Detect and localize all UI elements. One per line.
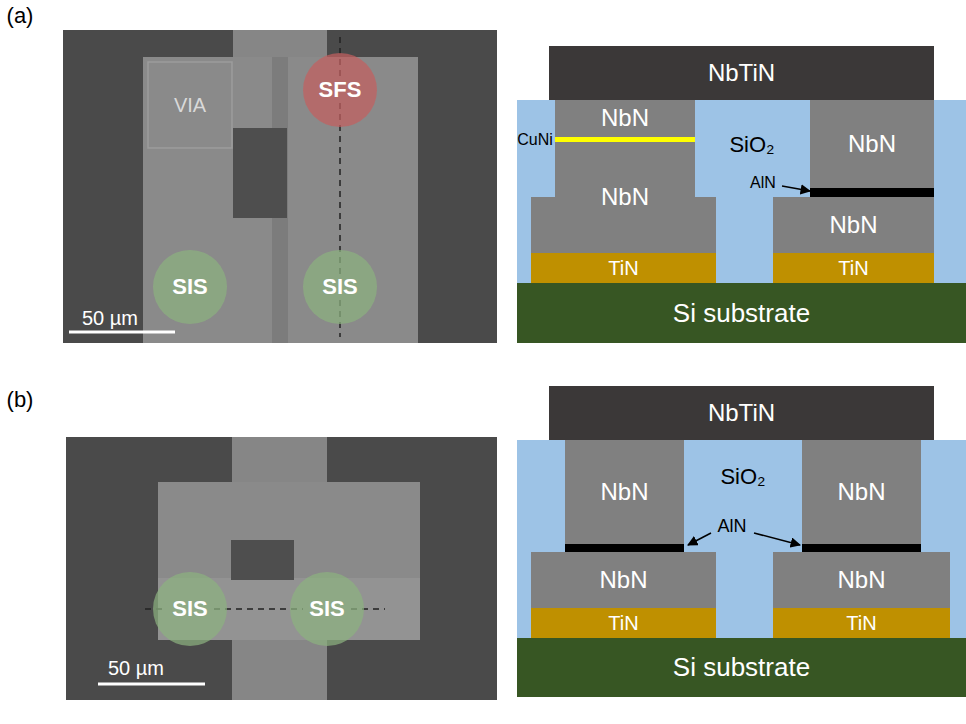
- nbn-layer: NbN: [555, 100, 695, 137]
- layer-name: TiN: [838, 257, 868, 279]
- layer-name: TiN: [608, 612, 638, 634]
- tin-layer: TiN: [773, 253, 934, 283]
- sio2-region: [517, 100, 966, 283]
- sio2-region: [517, 440, 966, 638]
- nbn-layer: NbN: [773, 552, 950, 608]
- sem-background: [66, 437, 497, 700]
- nbn-layer: NbN: [810, 100, 934, 188]
- panel-letter: (a): [7, 4, 34, 28]
- layer-label: SiO₂: [720, 465, 765, 489]
- layer-name: NbN: [599, 567, 647, 593]
- tin-layer: TiN: [531, 608, 716, 638]
- nbtin-layer: NbTiN: [549, 46, 934, 100]
- layer-label: SiO₂: [729, 133, 774, 157]
- layer-name: NbTiN: [708, 60, 775, 86]
- aln-layer: [802, 544, 921, 552]
- layer-name: SIS: [172, 597, 207, 621]
- nbtin-layer: NbTiN: [549, 386, 934, 440]
- layer-name: SIS: [322, 275, 357, 299]
- layer-name: NbN: [848, 131, 896, 157]
- layer-name: SFS: [319, 78, 362, 102]
- scale-bar: [69, 331, 175, 334]
- substrate-layer: Si substrate: [517, 283, 966, 343]
- layer-name: NbN: [601, 105, 649, 131]
- leader-line: [688, 533, 711, 545]
- scale-bar: [98, 683, 205, 686]
- wiring-strip: [232, 437, 327, 482]
- layer-name: SIS: [172, 275, 207, 299]
- junction-marker: SIS: [303, 250, 377, 324]
- panel-letter: (b): [7, 388, 34, 412]
- via-label: VIA: [174, 94, 206, 116]
- sem-background: [63, 30, 497, 343]
- layer-label: AlN: [750, 174, 776, 192]
- cross-section: [517, 440, 966, 638]
- layer-name: NbTiN: [708, 400, 775, 426]
- junction-marker: SFS: [303, 53, 377, 127]
- opening: [233, 128, 287, 218]
- tin-layer: TiN: [773, 608, 950, 638]
- layer-name: TiN: [846, 612, 876, 634]
- sem-image: [63, 30, 497, 343]
- layer-name: NbN: [837, 567, 885, 593]
- leader-line: [782, 186, 810, 191]
- scale-label: 50 µm: [108, 657, 164, 679]
- nbn-layer: NbN: [555, 142, 695, 253]
- electrode-pad: [158, 482, 420, 640]
- wiring-strip: [233, 30, 327, 60]
- substrate-layer: Si substrate: [517, 638, 966, 697]
- layer-name: NbN: [829, 212, 877, 238]
- layer-label: CuNi: [517, 131, 553, 149]
- layer-name: NbN: [837, 479, 885, 505]
- layer-name: Si substrate: [673, 653, 810, 682]
- nbn-layer: NbN: [802, 440, 921, 544]
- layer-name: Si substrate: [673, 299, 810, 328]
- junction-marker: SIS: [153, 250, 227, 324]
- tin-layer: TiN: [531, 253, 716, 283]
- layer-name: SIS: [309, 597, 344, 621]
- via-outline: [148, 62, 232, 148]
- leader-line: [754, 533, 800, 545]
- nbn-layer: NbN: [773, 197, 934, 253]
- wiring-strip: [232, 640, 327, 700]
- aln-layer: [565, 544, 684, 552]
- junction-marker: SIS: [290, 572, 364, 646]
- layer-name: NbN: [600, 479, 648, 505]
- nbn-layer: NbN: [565, 440, 684, 544]
- nbn-layer: NbN: [531, 552, 716, 608]
- junction-marker: SIS: [153, 572, 227, 646]
- layer-label: AlN: [717, 517, 746, 537]
- aln-layer: [810, 188, 934, 197]
- cross-section: [517, 100, 966, 283]
- opening: [231, 540, 294, 580]
- sem-image: [66, 437, 497, 700]
- layer-name: NbN: [601, 184, 649, 210]
- scale-label: 50 µm: [82, 307, 138, 329]
- layer-name: TiN: [608, 257, 638, 279]
